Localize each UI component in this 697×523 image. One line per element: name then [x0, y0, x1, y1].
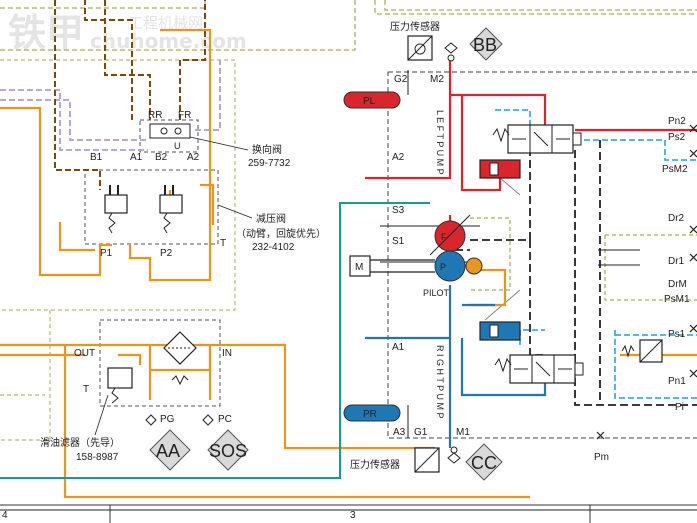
- tag-aa: AA: [156, 441, 180, 461]
- port-ps2: Ps2: [668, 132, 686, 143]
- port-psm2: PsM2: [662, 164, 688, 175]
- left-pump-label: L E F T P U M P: [435, 110, 445, 175]
- tag-pl: PL: [363, 96, 376, 107]
- lightblue-lines: [495, 109, 697, 399]
- filter-pc: PC: [218, 414, 232, 425]
- grid-zone-4: 4: [2, 510, 8, 521]
- watermark-url: chuhome.com: [90, 29, 247, 53]
- green-lines: [0, 202, 430, 479]
- port-ps1: Ps1: [668, 329, 686, 340]
- port-s1: S1: [392, 236, 405, 247]
- pilot-pump-tag: P: [440, 262, 446, 272]
- grid-zone-3: 3: [350, 510, 356, 521]
- pump-assembly: S3 S1 A2 A1 M F P PILOT L E F T P U M P …: [349, 110, 483, 419]
- grid-border: [0, 504, 697, 523]
- right-pump-icon: [434, 250, 466, 282]
- filter-name: 滑油滤器（先导）: [40, 436, 120, 449]
- selector-fr: FR: [178, 110, 191, 121]
- brown-pilot-lines: [54, 0, 206, 190]
- right-side-valve: [621, 339, 663, 363]
- tag-pr-shape: PR: [343, 404, 401, 422]
- filter-pg: PG: [160, 414, 175, 425]
- port-m2: M2: [430, 74, 444, 85]
- port-a1: A1: [392, 342, 405, 353]
- right-port-labels: Pn2 Ps2 PsM2 Dr2 Dr1 DrM PsM1 Ps1 Pn1 Pi…: [594, 116, 697, 463]
- rv-a2: A2: [187, 152, 200, 163]
- rv-p1: P1: [100, 248, 113, 259]
- port-s3: S3: [392, 205, 405, 216]
- filter-t: T: [83, 384, 89, 395]
- rv-desc: （动臂，回旋优先）: [236, 227, 326, 240]
- rv-part: 232-4102: [252, 242, 295, 253]
- bottom-pressure-sensor: 压力传感器 CC A3 G1 M1: [350, 427, 503, 481]
- selector-part: 259-7732: [248, 158, 291, 169]
- blue-lines: [365, 285, 547, 448]
- tag-cc: CC: [471, 453, 497, 473]
- left-pump-icon: [434, 220, 466, 252]
- port-psm1: PsM1: [664, 294, 690, 305]
- port-m1: M1: [456, 427, 470, 438]
- watermark-sub: 工程机械网: [128, 14, 203, 32]
- filter-part: 158-8987: [76, 452, 119, 463]
- rv-a1: A1: [130, 152, 143, 163]
- rv-name: 减压阀: [256, 212, 286, 225]
- rv-p2: P2: [160, 248, 173, 259]
- red-lines: [365, 60, 697, 236]
- tag-pr: PR: [363, 409, 377, 420]
- reducing-valve: B1 A1 B2 A2 P1 P2 T 减压阀 （动臂，回旋优先） 232-41…: [90, 152, 326, 259]
- watermark-main: 铁甲: [8, 11, 84, 55]
- selector-valve: RR FR U 换向阀 259-7732: [148, 110, 291, 169]
- selector-name: 换向阀: [252, 143, 282, 156]
- rv-t: T: [220, 238, 226, 249]
- port-a2: A2: [392, 152, 405, 163]
- port-dr1: Dr1: [668, 256, 685, 267]
- selector-rr: RR: [148, 110, 162, 121]
- rv-b1: B1: [90, 152, 103, 163]
- front-pump-tag: F: [441, 232, 447, 242]
- tag-sos: SOS: [209, 441, 247, 461]
- port-pm: Pm: [594, 452, 609, 463]
- selector-u: U: [174, 141, 181, 151]
- pilot-label: PILOT: [423, 288, 450, 298]
- top-pressure-sensor: 压力传感器 BB G2 M2: [390, 20, 503, 85]
- port-pn1: Pn1: [668, 376, 686, 387]
- port-pi: Pi: [675, 402, 684, 413]
- left-regulator: [479, 124, 582, 179]
- pilot-filter: OUT IN T PG PC AA SOS 滑油滤器（先导） 158-8987: [40, 331, 249, 471]
- pilot-pump-icon: [465, 257, 483, 275]
- motor-label: M: [355, 262, 363, 273]
- motor-icon: [349, 255, 371, 277]
- tag-bb: BB: [473, 35, 497, 55]
- filter-out: OUT: [74, 348, 95, 359]
- port-dr2: Dr2: [668, 213, 685, 224]
- right-regulator: [479, 321, 584, 384]
- port-drm: DrM: [668, 279, 687, 290]
- port-g2: G2: [394, 74, 408, 85]
- port-pn2: Pn2: [668, 116, 686, 127]
- port-a3: A3: [393, 427, 406, 438]
- purple-pilot-lines: [0, 60, 221, 151]
- bottom-sensor-label: 压力传感器: [350, 458, 400, 471]
- orange-lines: [0, 28, 697, 499]
- tag-pl-shape: PL: [343, 91, 401, 109]
- top-sensor-label: 压力传感器: [390, 20, 440, 33]
- port-g1: G1: [414, 427, 428, 438]
- rv-b2: B2: [155, 152, 168, 163]
- right-pump-label: R I G H T P U M P: [435, 345, 445, 419]
- filter-in: IN: [222, 348, 232, 359]
